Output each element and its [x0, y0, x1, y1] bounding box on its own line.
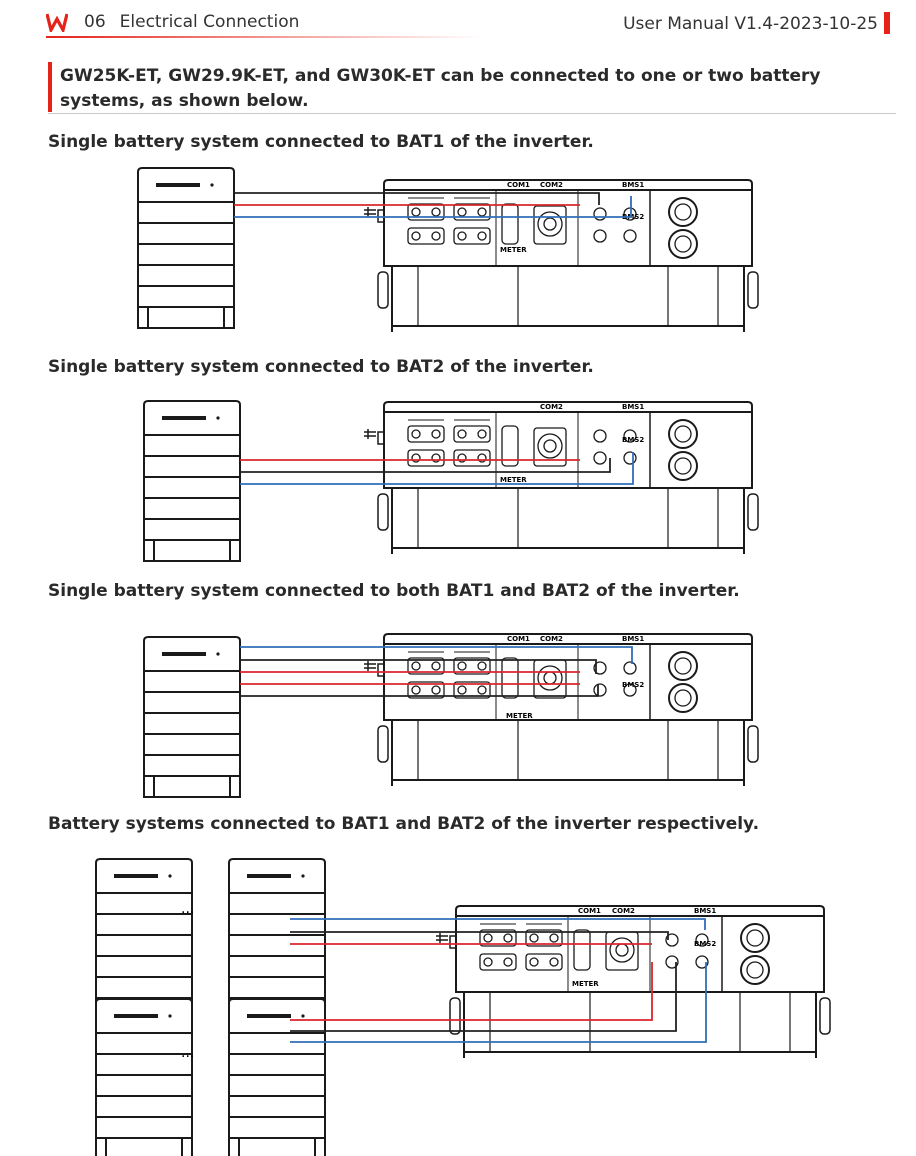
intro-divider — [48, 113, 896, 114]
header-divider — [46, 36, 482, 38]
negative-cable — [240, 659, 597, 674]
meter-port-label: METER — [572, 980, 599, 988]
diagram-bat2-single: COM2 BMS1 BMS2 METER — [143, 400, 759, 562]
figure-caption-1: Single battery system connected to BAT1 … — [48, 132, 594, 152]
negative-cable — [290, 931, 669, 940]
bms1-port-label: BMS1 — [622, 635, 644, 643]
chapter-number: 06 — [84, 12, 106, 32]
inverter-icon — [363, 633, 759, 787]
bms2-port-label: BMS2 — [622, 213, 644, 221]
bms1-port-label: BMS1 — [694, 907, 716, 915]
battery-stack-icon — [228, 858, 326, 1020]
figure-caption-4: Battery systems connected to BAT1 and BA… — [48, 814, 760, 834]
battery-stack-icon — [95, 858, 193, 1020]
intro-accent-bar — [48, 62, 52, 112]
diagram-bat1-single: COM1 COM2 BMS1 BMS2 METER — [137, 167, 759, 333]
negative-cable — [234, 192, 600, 205]
com1-port-label: COM1 — [507, 181, 530, 189]
communication-cable — [290, 918, 706, 930]
diagram-bat1-bat2-respectively: ... ... COM1 COM2 BMS1 BMS2 METER — [95, 858, 831, 1156]
bms2-port-label: BMS2 — [694, 940, 716, 948]
header-accent-bar — [884, 12, 890, 34]
meter-port-label: METER — [500, 476, 527, 484]
battery-stack-icon — [95, 998, 193, 1156]
page-header: 06 Electrical Connection User Manual V1.4… — [0, 0, 916, 44]
manual-version: User Manual V1.4-2023-10-25 — [623, 14, 878, 34]
meter-port-label: METER — [506, 712, 533, 720]
bms1-port-label: BMS1 — [622, 181, 644, 189]
positive-cable — [290, 962, 653, 1021]
bms2-port-label: BMS2 — [622, 681, 644, 689]
chapter-heading: 06 Electrical Connection — [84, 12, 299, 32]
intro-text: GW25K-ET, GW29.9K-ET, and GW30K-ET can b… — [60, 66, 821, 111]
battery-stack-icon — [143, 636, 241, 798]
battery-stack-icon — [137, 167, 235, 329]
intro-note: GW25K-ET, GW29.9K-ET, and GW30K-ET can b… — [48, 62, 896, 114]
inverter-icon — [435, 905, 831, 1059]
com2-port-label: COM2 — [540, 635, 563, 643]
communication-cable — [240, 452, 634, 485]
battery-stack-icon — [228, 998, 326, 1156]
com1-port-label: COM1 — [507, 635, 530, 643]
ellipsis-top: ... — [181, 901, 194, 917]
negative-cable — [240, 684, 599, 697]
negative-cable — [290, 962, 677, 1032]
inverter-icon — [363, 401, 759, 555]
figure-caption-3: Single battery system connected to both … — [48, 581, 740, 601]
battery-stack-icon — [143, 400, 241, 562]
negative-cable — [240, 458, 611, 473]
inverter-icon — [363, 179, 759, 333]
communication-cable — [290, 962, 707, 1043]
diagram-bat1-bat2-single: COM1 COM2 BMS1 BMS2 METER — [143, 633, 759, 798]
communication-cable — [240, 646, 633, 664]
chapter-title: Electrical Connection — [119, 12, 300, 32]
ellipsis-bottom: ... — [181, 1045, 194, 1061]
com2-port-label: COM2 — [540, 181, 563, 189]
bms1-port-label: BMS1 — [622, 403, 644, 411]
com2-port-label: COM2 — [540, 403, 563, 411]
figure-caption-2: Single battery system connected to BAT2 … — [48, 357, 594, 377]
communication-cable — [234, 196, 632, 218]
com2-port-label: COM2 — [612, 907, 635, 915]
com1-port-label: COM1 — [578, 907, 601, 915]
bms2-port-label: BMS2 — [622, 436, 644, 444]
meter-port-label: METER — [500, 246, 527, 254]
brand-logo-icon — [46, 13, 68, 32]
